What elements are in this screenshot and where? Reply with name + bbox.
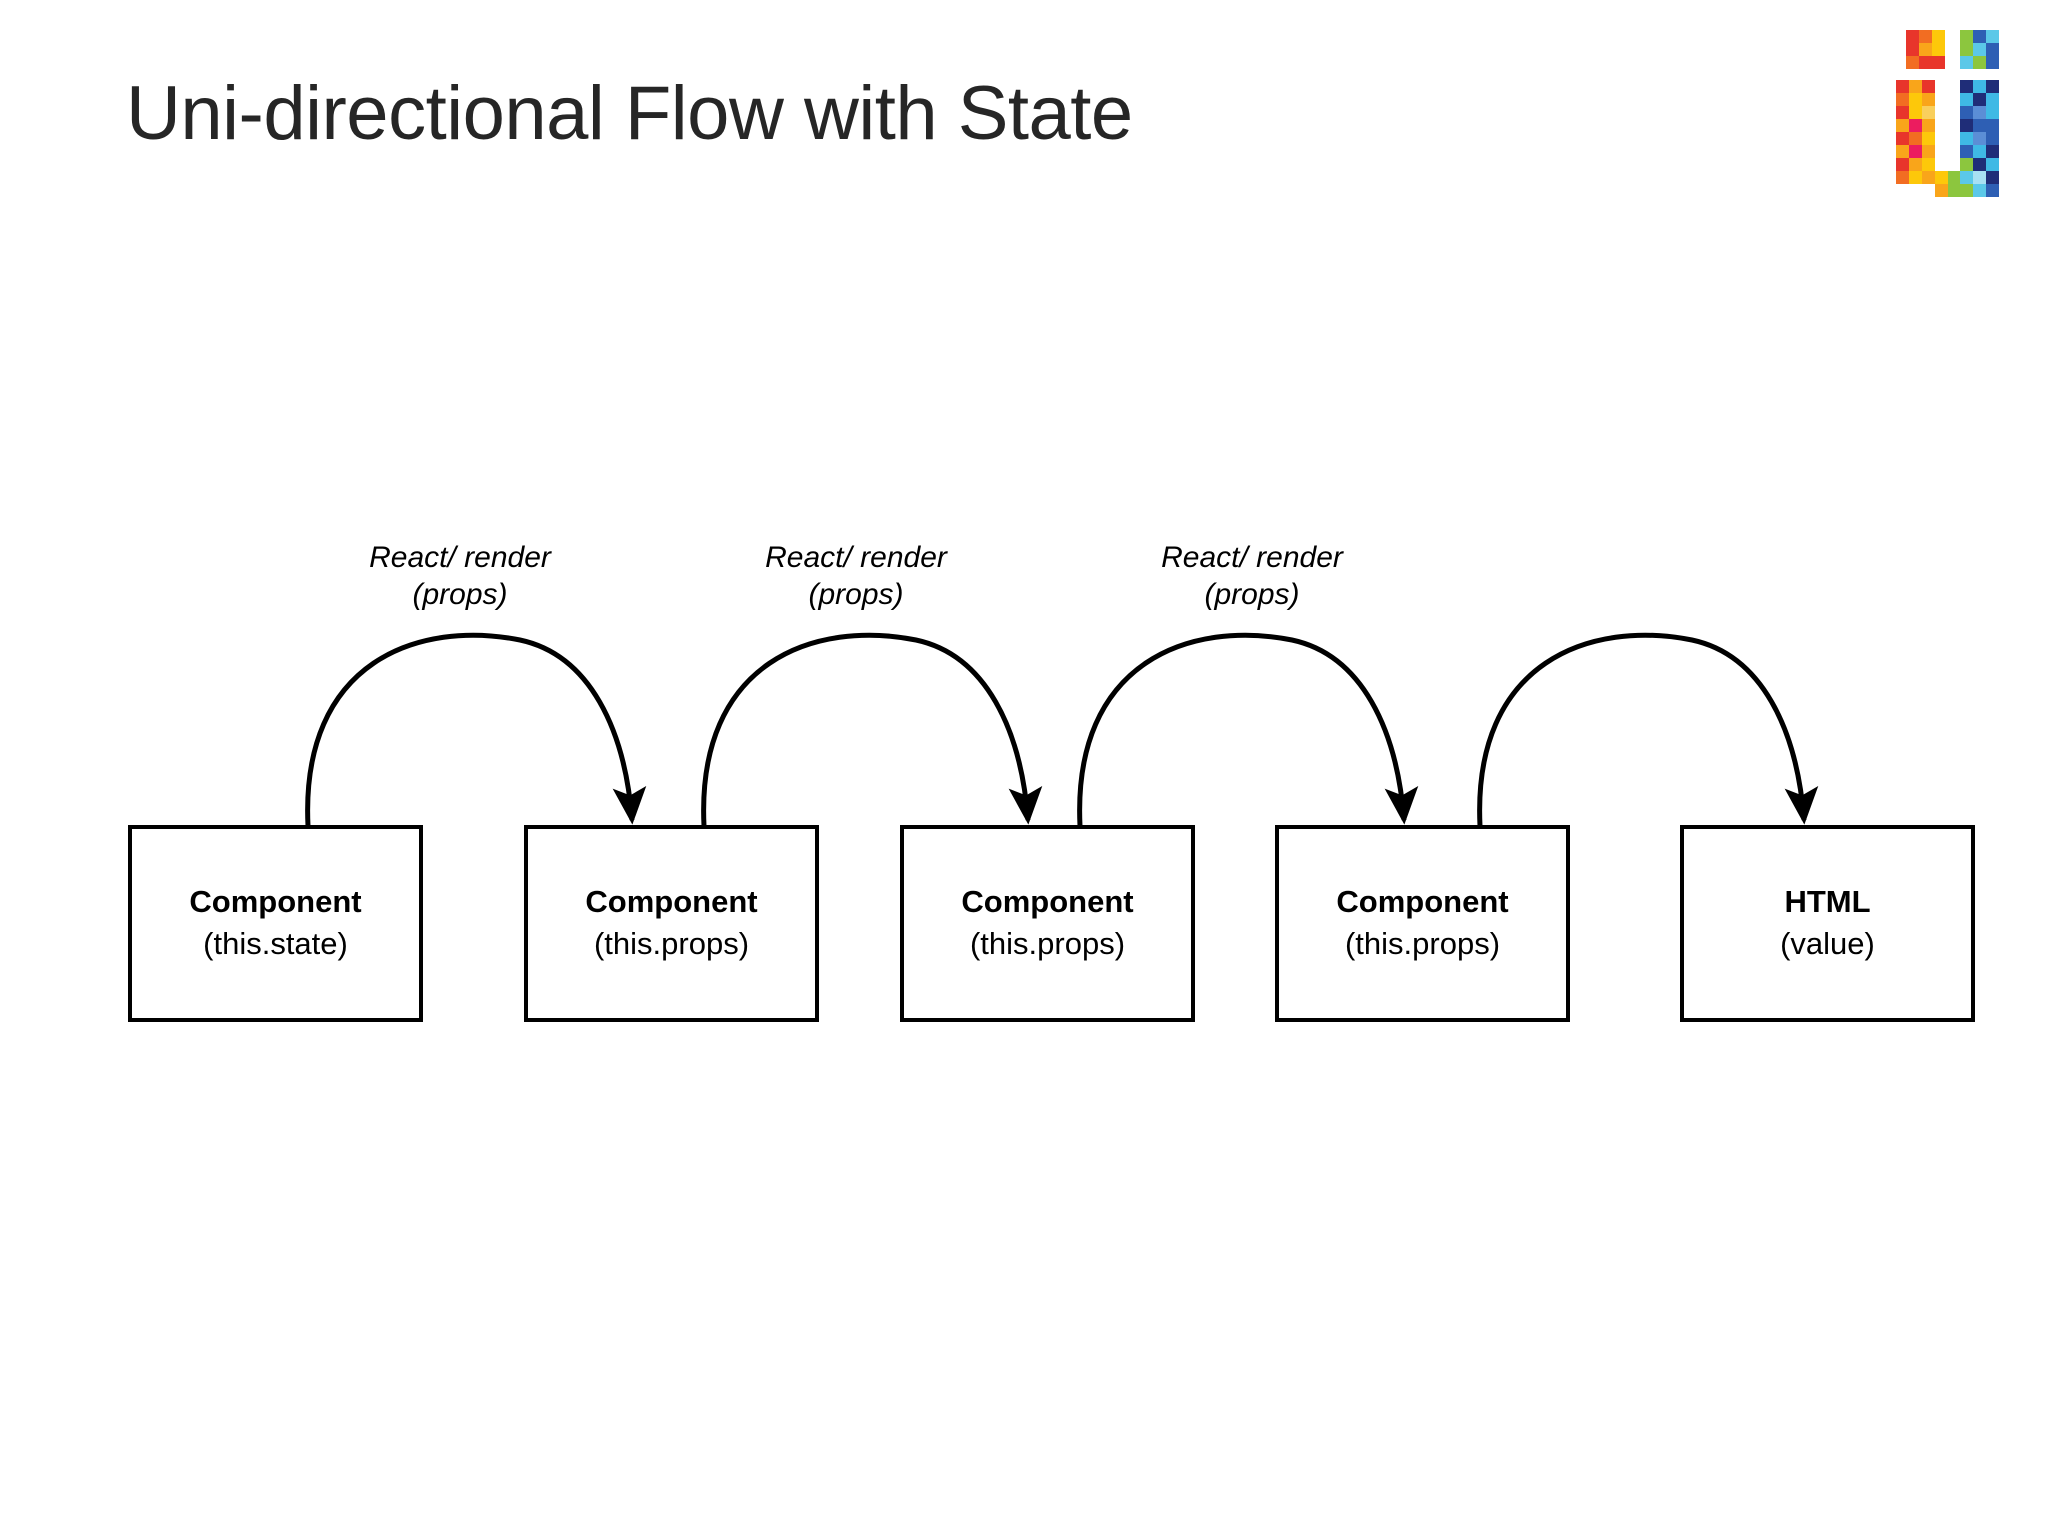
flow-arrow-label-1: React/ render (props) [300, 540, 620, 613]
logo-u-dot [1906, 30, 1945, 69]
logo-u-stem [1896, 80, 1961, 197]
flow-node-3-title: Component [961, 884, 1134, 920]
flow-arrow-label-3: React/ render (props) [1092, 540, 1412, 613]
flow-node-4-subtitle: (this.props) [1344, 926, 1501, 961]
flow-arrow-label-2: React/ render (props) [696, 540, 1016, 613]
logo-i-dot [1960, 30, 1999, 69]
ui-pixel-logo-svg [1896, 30, 1999, 197]
page-title: Uni-directional Flow with State [126, 71, 1133, 156]
flow-node-5-title: HTML [1784, 884, 1871, 920]
flow-arrow-label-1-line1: React/ render [369, 541, 551, 574]
flow-node-5-subtitle: (value) [1780, 926, 1875, 961]
flow-node-html-value[interactable]: HTML (value) [1680, 825, 1975, 1022]
flow-node-component-props-3[interactable]: Component (this.props) [1275, 825, 1570, 1022]
flow-node-3-subtitle: (this.props) [969, 926, 1126, 961]
ui-pixel-logo [1896, 20, 2012, 200]
flow-node-component-state[interactable]: Component (this.state) [128, 825, 423, 1022]
flow-node-component-props-2[interactable]: Component (this.props) [900, 825, 1195, 1022]
flow-node-2-subtitle: (this.props) [593, 926, 750, 961]
flow-node-2-title: Component [585, 884, 758, 920]
flow-node-4-title: Component [1336, 884, 1509, 920]
flow-arrow-label-3-line1: React/ render [1161, 541, 1343, 574]
flow-arrow-label-2-line2: (props) [808, 577, 904, 611]
flow-arrow-label-2-line1: React/ render [765, 541, 947, 574]
flow-node-1-title: Component [189, 884, 362, 920]
flow-arrow-label-1-line2: (props) [412, 577, 508, 611]
flow-arrow-label-3-line2: (props) [1204, 577, 1300, 611]
flow-arrow-3 [1077, 632, 1419, 827]
flow-arrow-2 [701, 632, 1043, 827]
flow-node-1-subtitle: (this.state) [203, 926, 348, 961]
logo-i-stem [1960, 80, 1999, 197]
flow-arrow-1 [305, 632, 647, 827]
flow-arrow-4 [1477, 632, 1819, 827]
flow-node-component-props-1[interactable]: Component (this.props) [524, 825, 819, 1022]
